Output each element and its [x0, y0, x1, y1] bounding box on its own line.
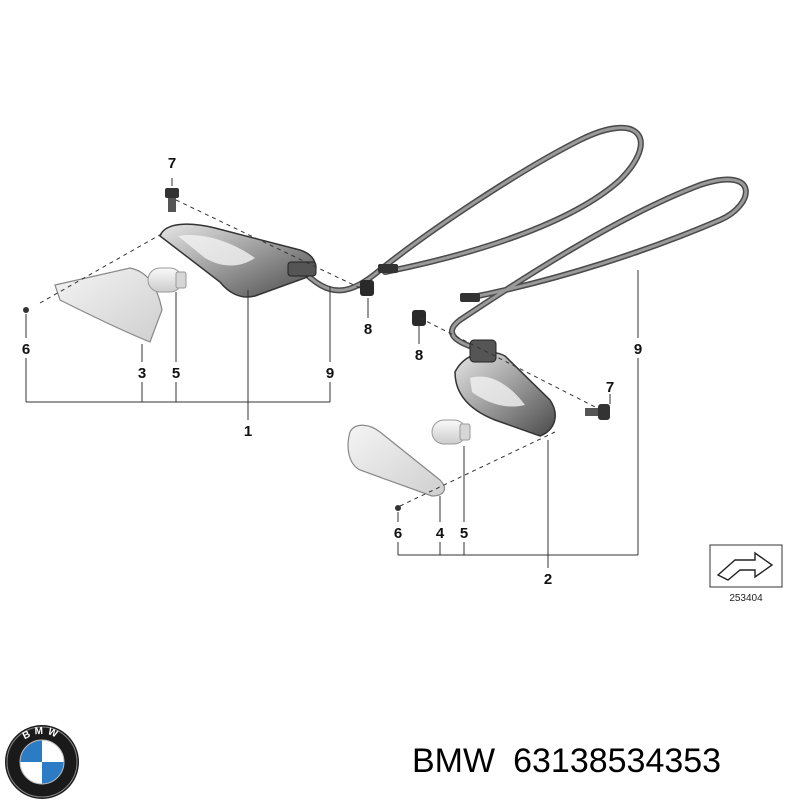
callout-assembly-top: 1 — [244, 423, 252, 440]
direction-arrow-icon — [716, 551, 774, 581]
bulb-top — [147, 267, 187, 293]
turn-signal-top-unit — [23, 188, 374, 343]
cable-top-unit — [297, 124, 644, 294]
callout-bolt-bottom: 7 — [606, 379, 614, 396]
callout-assembly-bottom: 2 — [544, 571, 552, 588]
callout-bulb-bottom: 5 — [460, 525, 468, 542]
brand-name: BMW — [412, 741, 496, 780]
nut-bottom — [412, 310, 426, 326]
assembly-lines — [39, 199, 606, 507]
lens-screw-bottom — [395, 505, 401, 511]
bolt-top — [165, 188, 179, 212]
leader-lines — [25, 178, 639, 568]
bolt-bottom — [585, 404, 610, 420]
footer-part-label: BMW 63138534353 — [412, 736, 721, 786]
bulb-bottom — [431, 419, 471, 445]
bmw-roundel-icon: BMW — [5, 725, 79, 799]
lens-bottom — [347, 424, 446, 497]
callout-bulb-top: 5 — [172, 365, 180, 382]
callout-lens-top: 3 — [138, 365, 146, 382]
callout-cable-bottom: 9 — [634, 341, 642, 358]
callout-lens-bottom: 4 — [436, 525, 445, 542]
callout-nut-top: 8 — [364, 321, 372, 338]
lens-screw-top — [23, 307, 29, 313]
turn-signal-bottom-unit — [347, 310, 610, 511]
callout-bolt-top: 7 — [168, 155, 176, 172]
connector-icon — [378, 264, 398, 273]
callout-lens-screw-bottom: 6 — [394, 525, 402, 542]
connector-icon — [460, 293, 480, 302]
callout-cable-top: 9 — [326, 365, 334, 382]
nut-top — [360, 280, 374, 296]
callout-nut-bottom: 8 — [415, 347, 423, 364]
diagram-ref-box: 253404 — [709, 544, 783, 604]
lens-top — [54, 267, 163, 343]
part-number: 63138534353 — [513, 741, 722, 780]
diagram-ref-number: 253404 — [729, 593, 763, 604]
callout-lens-screw-top: 6 — [22, 341, 30, 358]
cable-bottom-unit — [449, 176, 749, 355]
